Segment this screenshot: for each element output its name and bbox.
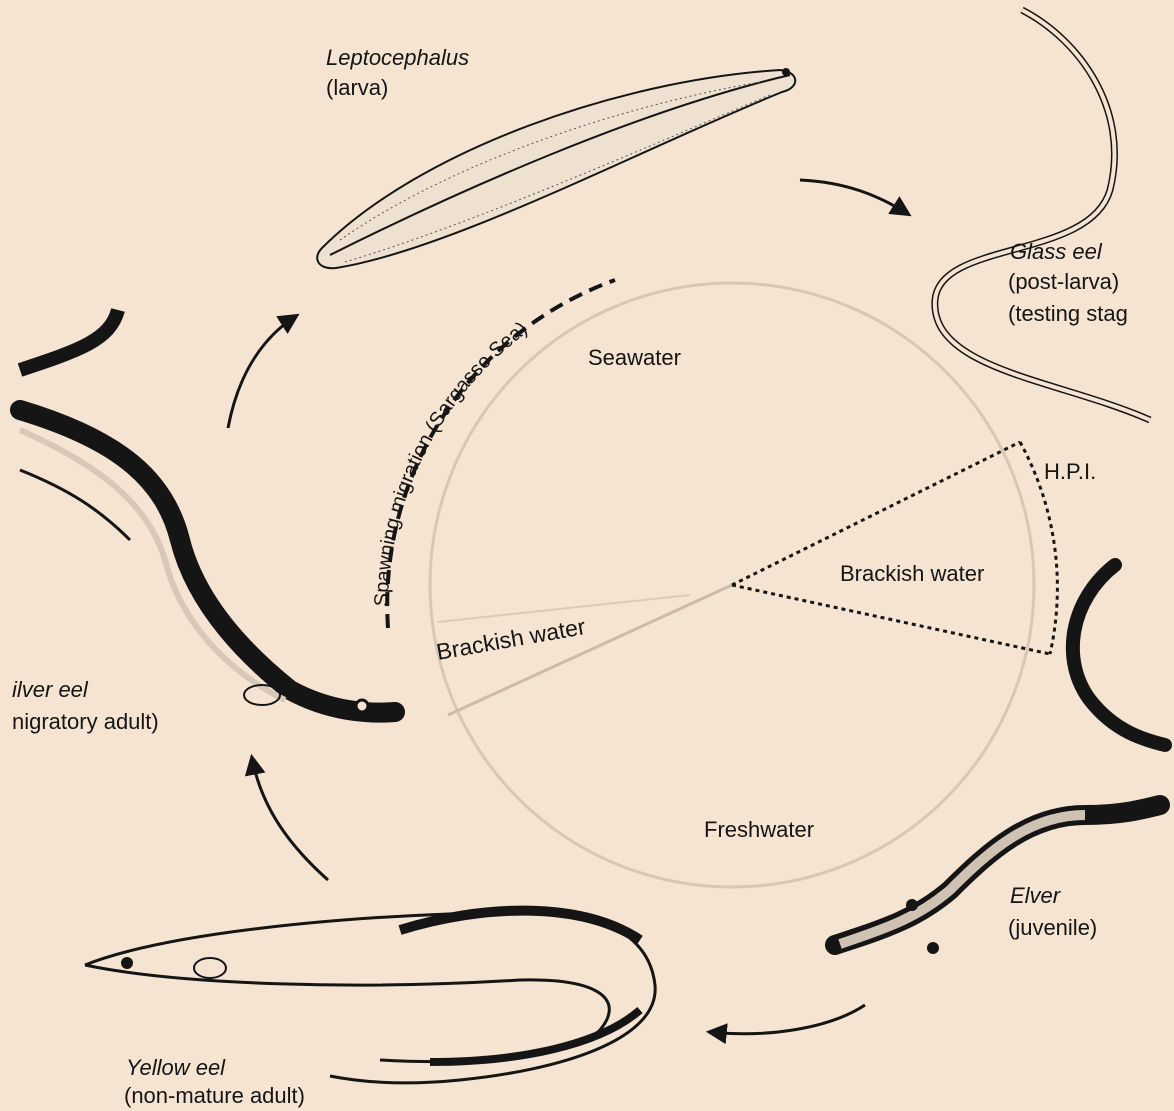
glass-eel-name: Glass eel xyxy=(1010,238,1102,266)
brackish-water-right-label: Brackish water xyxy=(840,560,984,588)
hpi-label: H.P.I. xyxy=(1044,458,1096,486)
yellow-eel-name: Yellow eel xyxy=(126,1054,225,1082)
brackish-wedge xyxy=(732,442,1050,654)
silver-eel-desc: nigratory adult) xyxy=(12,708,159,736)
seawater-label: Seawater xyxy=(588,344,681,372)
silver-eel-illustration xyxy=(20,310,395,713)
leptocephalus-desc: (larva) xyxy=(326,74,388,102)
arrow-larva-to-glass xyxy=(800,180,908,214)
arrow-yellow-to-silver xyxy=(252,758,328,880)
glass-eel-illustration xyxy=(935,10,1150,420)
glass-eel-desc-1: (post-larva) xyxy=(1008,268,1119,296)
spawning-migration-label: Spawning migration (Sargasso Sea) xyxy=(371,318,532,607)
glass-eel-desc-2: (testing stag xyxy=(1008,300,1128,328)
right-eel-illustration xyxy=(1073,565,1165,745)
elver-illustration xyxy=(835,805,1160,954)
elver-desc: (juvenile) xyxy=(1008,914,1097,942)
arrow-elver-to-yellow xyxy=(710,1005,865,1034)
silver-eel-name: ilver eel xyxy=(12,676,88,704)
leptocephalus-illustration xyxy=(317,68,795,268)
freshwater-label: Freshwater xyxy=(704,816,814,844)
arrow-silver-to-larva xyxy=(228,316,296,428)
leptocephalus-name: Leptocephalus xyxy=(326,44,469,72)
elver-name: Elver xyxy=(1010,882,1060,910)
yellow-eel-desc: (non-mature adult) xyxy=(124,1082,305,1110)
